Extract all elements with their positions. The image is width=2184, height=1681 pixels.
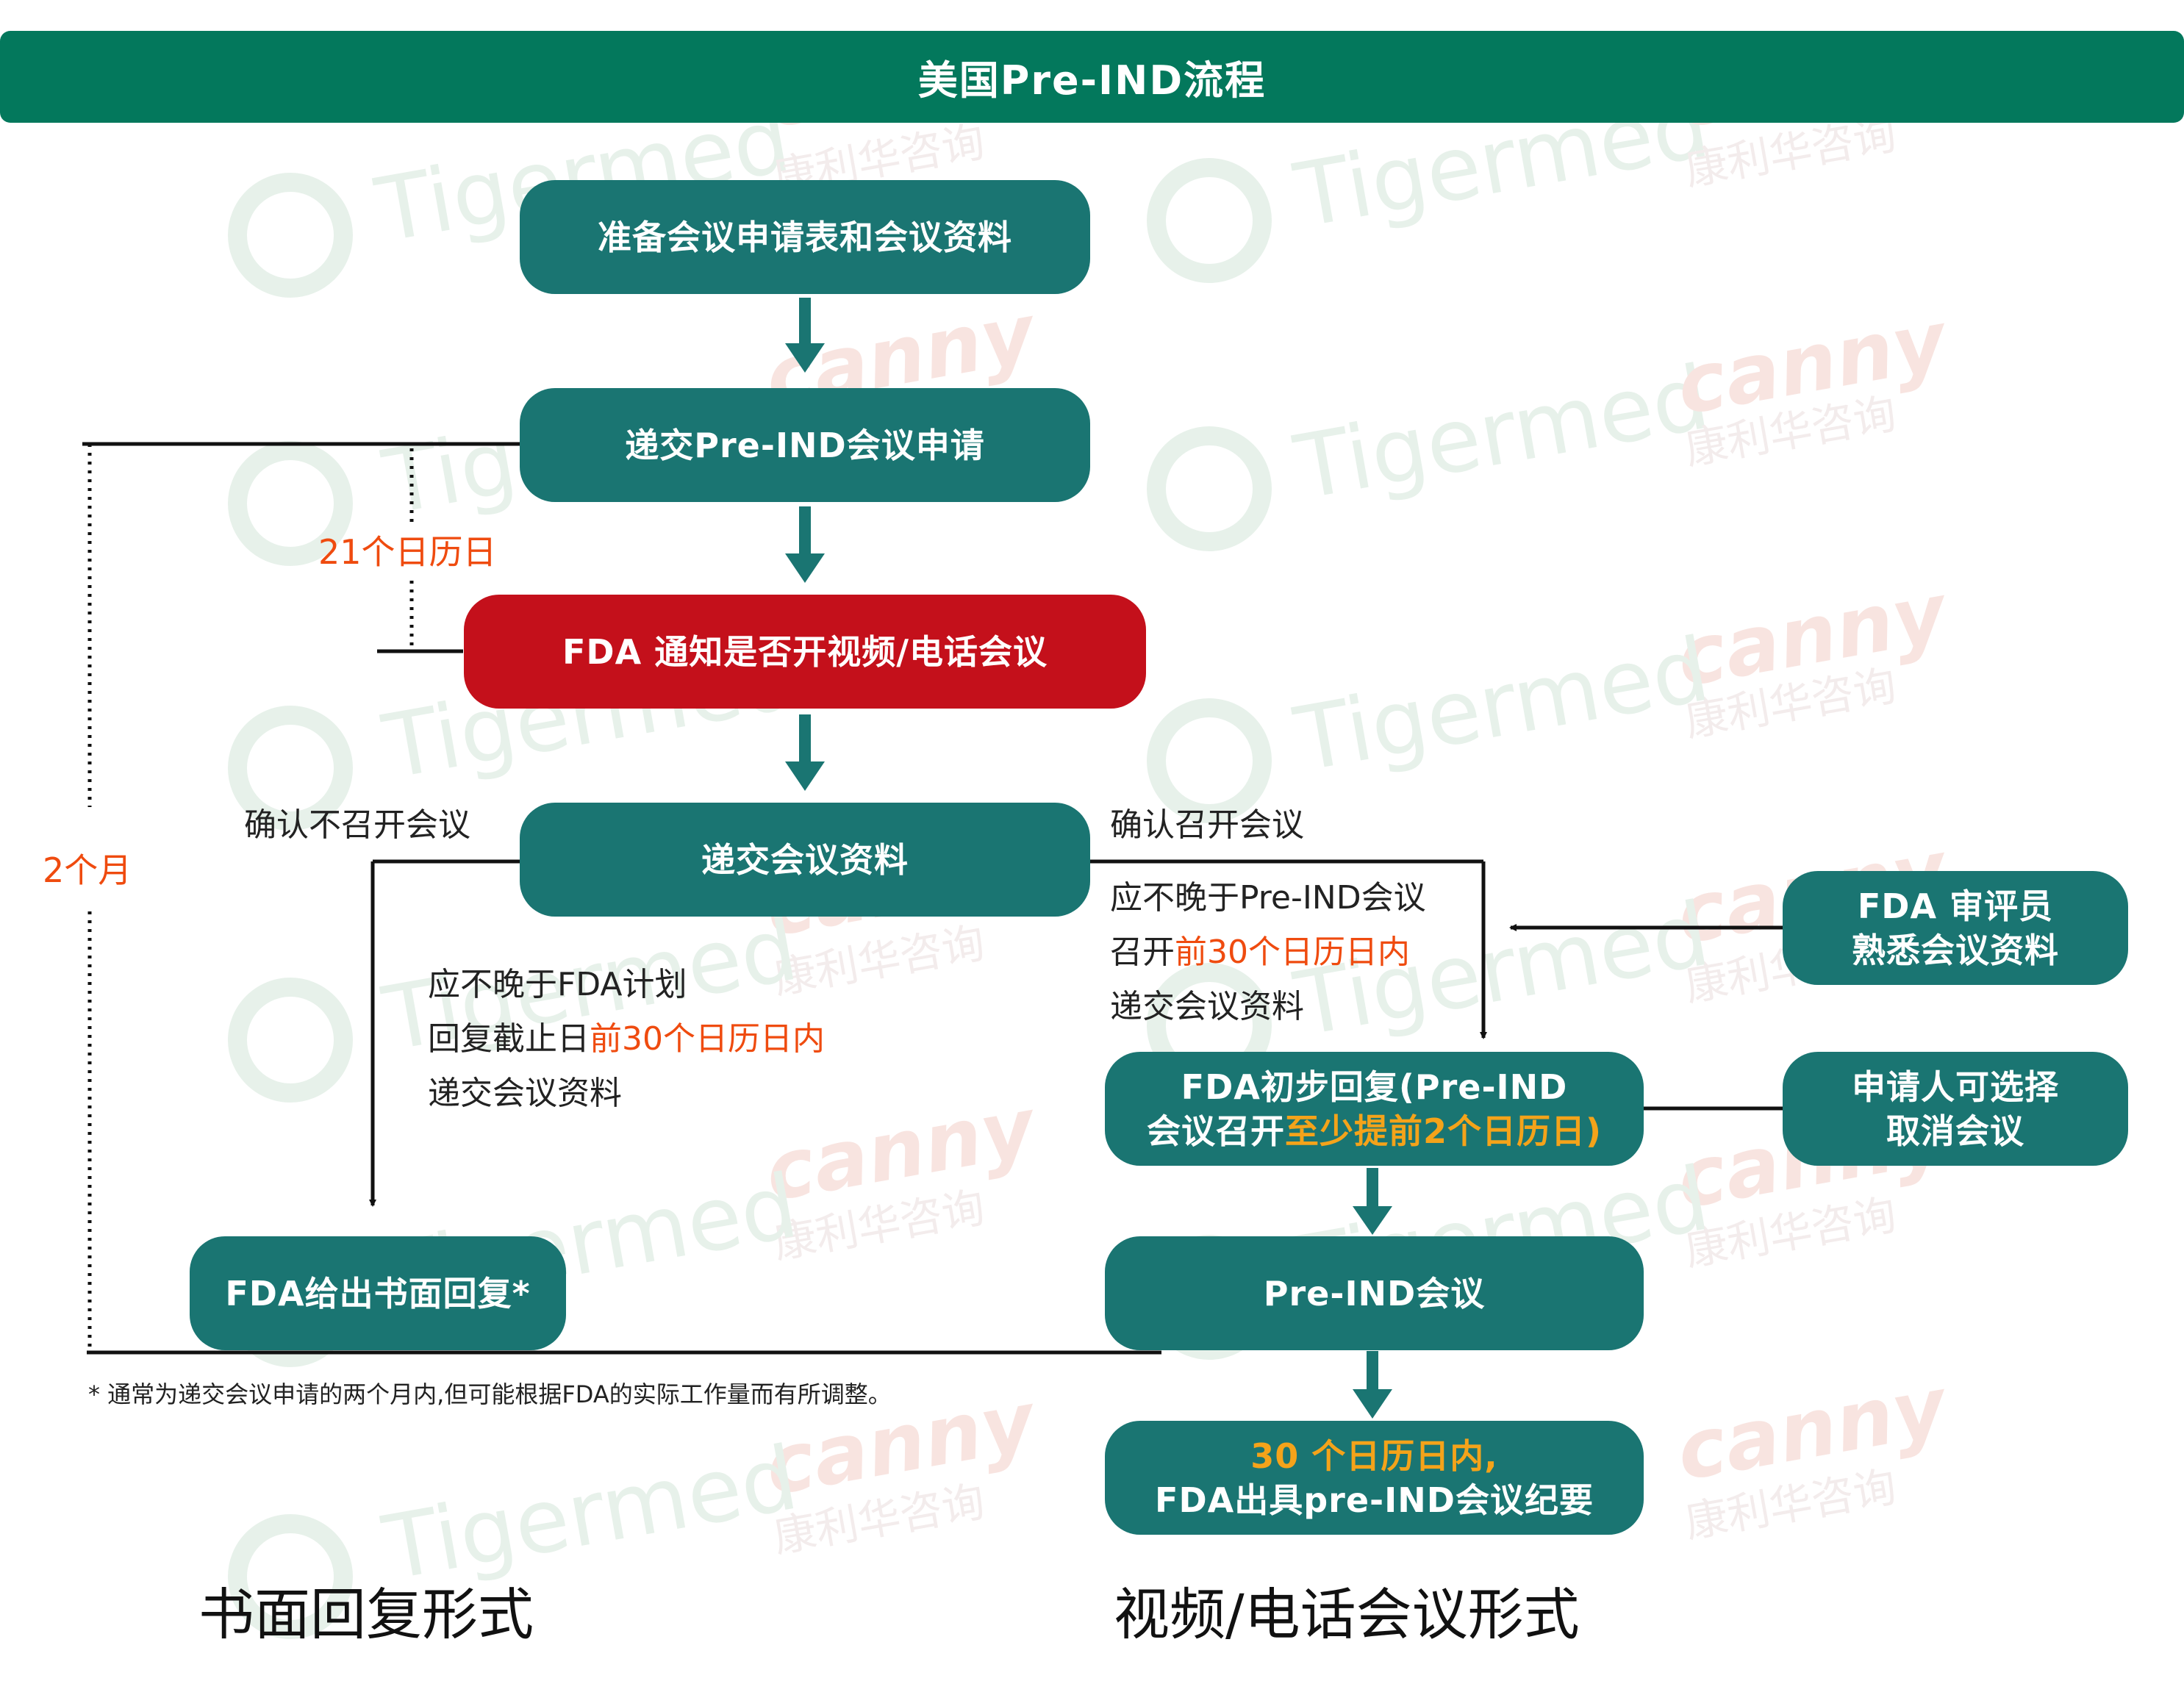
note-written-deadline: 应不晚于FDA计划 回复截止日前30个日历日内 递交会议资料 <box>428 958 825 1121</box>
node-label-line2-prefix: 会议召开 <box>1146 1111 1285 1151</box>
label-yes-meeting: 确认召开会议 <box>1110 806 1304 844</box>
node-label-line1: 申请人可选择 <box>1852 1067 2059 1107</box>
node-label: Pre-IND会议 <box>1263 1273 1486 1313</box>
note-line2: 召开前30个日历日内 <box>1110 925 1426 980</box>
note-line3: 递交会议资料 <box>428 1075 622 1112</box>
yes-meeting-connector <box>1090 859 1487 1039</box>
node-label: FDA 通知是否开视频/电话会议 <box>562 631 1048 672</box>
note-line2-highlight: 前30个日历日内 <box>590 1020 825 1058</box>
node-label: 准备会议申请表和会议资料 <box>598 217 1012 257</box>
node-label-line1: FDA初步回复(Pre-IND <box>1181 1067 1568 1107</box>
title-bar: 美国Pre-IND流程 <box>0 31 2184 123</box>
node-fda-preliminary-response: FDA初步回复(Pre-IND 会议召开至少提前2个日历日) <box>1105 1052 1644 1166</box>
node-label: 递交Pre-IND会议申请 <box>625 425 985 465</box>
node-pre-ind-meeting: Pre-IND会议 <box>1105 1236 1644 1350</box>
node-label-line1: FDA 审评员 <box>1857 886 2054 926</box>
node-label: FDA给出书面回复* <box>225 1273 531 1313</box>
node-reviewer-familiarize: FDA 审评员 熟悉会议资料 <box>1783 871 2128 985</box>
node-submit-materials: 递交会议资料 <box>520 803 1090 917</box>
node-submit-request: 递交Pre-IND会议申请 <box>520 388 1090 502</box>
twenty-one-day-bracket <box>377 448 463 653</box>
label-2-months: 2个月 <box>43 850 132 890</box>
note-line2-prefix: 回复截止日 <box>428 1020 590 1058</box>
note-line1: 应不晚于Pre-IND会议 <box>1110 879 1426 917</box>
footnote: * 通常为递交会议申请的两个月内,但可能根据FDA的实际工作量而有所调整。 <box>88 1380 892 1408</box>
node-prepare-materials: 准备会议申请表和会议资料 <box>520 180 1090 294</box>
node-label-line2: 会议召开至少提前2个日历日) <box>1147 1109 1602 1153</box>
note-line1: 应不晚于FDA计划 <box>428 966 687 1003</box>
no-meeting-connector <box>369 859 520 1207</box>
node-label-line2: FDA出具pre-IND会议纪要 <box>1155 1480 1594 1520</box>
page-title: 美国Pre-IND流程 <box>917 57 1267 104</box>
node-fda-written-reply: FDA给出书面回复* <box>190 1236 566 1350</box>
bottom-label-video: 视频/电话会议形式 <box>1114 1582 1580 1647</box>
label-no-meeting: 确认不召开会议 <box>244 806 470 844</box>
note-line3: 递交会议资料 <box>1110 988 1304 1025</box>
bottom-label-written: 书面回复形式 <box>198 1582 534 1647</box>
note-line2-highlight: 前30个日历日内 <box>1175 933 1410 971</box>
node-label-line1: 30 个日历日内, <box>1250 1436 1498 1476</box>
node-label-line2-highlight: 至少提前2个日历日) <box>1284 1111 1603 1151</box>
note-line2: 回复截止日前30个日历日内 <box>428 1012 825 1067</box>
node-label-line2: 熟悉会议资料 <box>1852 930 2059 970</box>
note-line2-prefix: 召开 <box>1110 933 1175 971</box>
node-fda-notify: FDA 通知是否开视频/电话会议 <box>464 595 1146 709</box>
flow-arrows <box>785 298 1392 1419</box>
node-applicant-cancel: 申请人可选择 取消会议 <box>1783 1052 2128 1166</box>
label-21-days: 21个日历日 <box>318 532 497 572</box>
node-label: 递交会议资料 <box>701 839 909 880</box>
two-month-bracket <box>82 442 1161 1355</box>
note-meeting-deadline: 应不晚于Pre-IND会议 召开前30个日历日内 递交会议资料 <box>1110 871 1426 1034</box>
node-label-line2: 取消会议 <box>1886 1111 2024 1151</box>
node-meeting-minutes: 30 个日历日内, FDA出具pre-IND会议纪要 <box>1105 1421 1644 1535</box>
